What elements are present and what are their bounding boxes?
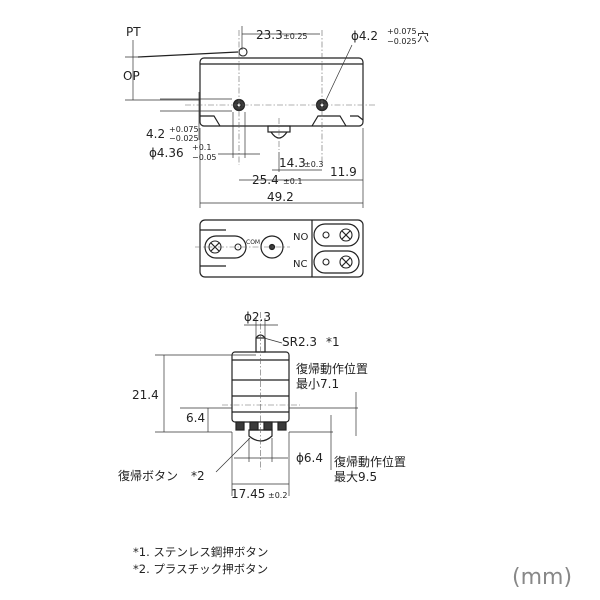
no-pin [322, 231, 330, 239]
unit-label: (mm) [512, 565, 573, 590]
no-label: NO [293, 232, 308, 243]
dim-23-3-tol: ±0.25 [283, 32, 308, 41]
no-screw-slot-b [341, 230, 351, 240]
dim-49-2: 49.2 [267, 190, 294, 204]
dim-25-4: 25.4 [252, 173, 279, 187]
dim-21-4: 21.4 [132, 388, 159, 402]
reset-min-line2: 最小7.1 [296, 377, 339, 391]
reset-button-label: 復帰ボタン [118, 468, 178, 483]
reset-max-line1: 復帰動作位置 [334, 454, 406, 469]
dim-6-4-left: 6.4 [186, 411, 205, 425]
dim-hole: ϕ4.2 [351, 29, 378, 43]
op-label: OP [123, 69, 140, 83]
note-1: *1. ステンレス鋼押ボタン [133, 545, 269, 559]
dim-hole-tol-plus: +0.075 [387, 27, 417, 36]
dim-14-3-tol: ±0.3 [304, 160, 323, 169]
dim-4-36-tol-plus: +0.1 [192, 143, 211, 152]
com-label: COM [246, 239, 260, 246]
body-notch-left [200, 115, 221, 127]
dim-23-3: 23.3 [256, 28, 283, 42]
body-notch-right [350, 115, 364, 121]
dim-4-2: 4.2 [146, 127, 165, 141]
note-2: *2. プラスチック押ボタン [133, 562, 269, 576]
terminal-body [199, 219, 364, 278]
dim-6-4-dia: ϕ6.4 [296, 451, 323, 465]
sr-leader [263, 337, 283, 344]
pt-label: PT [126, 25, 141, 39]
reset-min-line1: 復帰動作位置 [296, 361, 368, 376]
dim-25-4-tol: ±0.1 [283, 177, 302, 186]
dim-hole-suffix: 穴 [417, 29, 429, 44]
dim-17-45-tol: ±0.2 [268, 491, 287, 500]
hole-leader [325, 44, 353, 101]
dim-sr: SR2.3 [282, 335, 317, 349]
body-notch-center [311, 115, 347, 127]
side-terminal-4 [277, 421, 287, 431]
dim-14-3: 14.3 [279, 156, 306, 170]
note-mark-1: *1 [326, 335, 340, 349]
dim-4-36-tol-minus: −0.05 [192, 153, 217, 162]
dim-4-36: ϕ4.36 [149, 146, 184, 160]
note-mark-2: *2 [191, 469, 205, 483]
side-terminal-1 [235, 421, 245, 431]
dim-hole-tol-minus: −0.025 [387, 37, 417, 46]
side-terminal-3 [263, 421, 273, 431]
plastic-reset-button [248, 429, 273, 442]
side-view: ϕ2.3 SR2.3 *1 21.4 6.4 復帰動作位置 最小7.1 ϕ6.4… [118, 310, 406, 501]
actuator-lever [137, 51, 239, 58]
actuator-roller [238, 47, 248, 57]
dim-2-3: ϕ2.3 [244, 310, 271, 324]
terminal-view: COM NO NC [195, 219, 364, 278]
nc-pin [322, 258, 330, 266]
reset-max-line2: 最大9.5 [334, 470, 377, 484]
no-terminal [313, 223, 360, 247]
dim-11-9: 11.9 [330, 165, 357, 179]
dim-17-45: 17.45 [231, 487, 265, 501]
dim-4-2-tol-minus: −0.025 [169, 134, 199, 143]
nc-terminal [313, 250, 360, 274]
nc-label: NC [293, 259, 307, 270]
side-terminal-2 [249, 421, 259, 431]
top-view: PT OP 23.3 ±0.25 ϕ4.2 +0.075 −0.025 穴 4.… [123, 25, 429, 208]
nc-screw-slot-b [341, 257, 351, 267]
dim-4-2-tol-plus: +0.075 [169, 125, 199, 134]
reset-button-leader [215, 437, 251, 473]
